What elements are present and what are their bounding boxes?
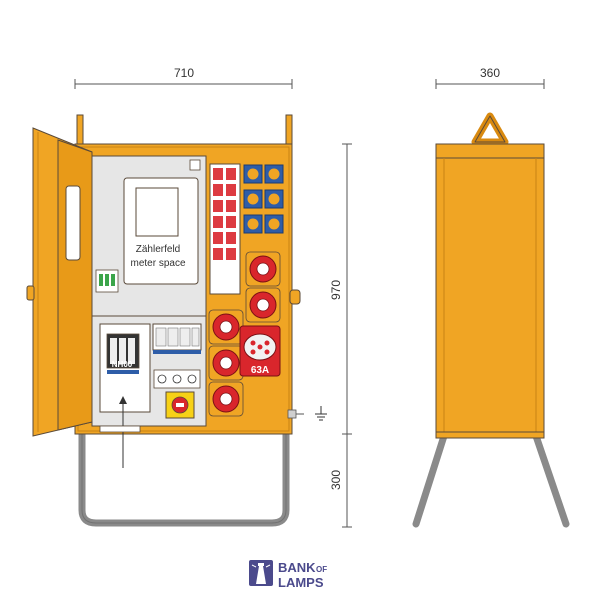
socket-63a-label: 63A <box>251 365 269 376</box>
right-lifting-lug <box>285 114 293 146</box>
feed-arrow <box>119 396 127 468</box>
height-dimension: 970 300 <box>329 143 352 528</box>
nh00-label: NH00 <box>112 360 133 369</box>
side-width-dimension: 360 <box>435 66 545 89</box>
rcd-block <box>152 323 202 354</box>
red-cee-socket <box>208 345 244 381</box>
red-cee-socket <box>245 251 281 287</box>
mcb-column <box>209 163 241 295</box>
front-width-label: 710 <box>174 66 194 80</box>
main-switch <box>165 391 195 419</box>
red-cee-socket <box>208 309 244 345</box>
red-cee-socket <box>208 381 244 417</box>
cabinet-body-side <box>435 143 545 439</box>
red-cee-socket <box>245 287 281 323</box>
ground-icon <box>315 406 327 421</box>
blue-socket <box>264 189 284 209</box>
blue-socket <box>264 164 284 184</box>
blue-socket <box>243 214 263 234</box>
front-width-dimension: 710 <box>74 66 293 89</box>
blue-socket <box>264 214 284 234</box>
blue-socket <box>243 164 263 184</box>
panel-breakers <box>95 269 119 293</box>
earth-terminal <box>287 409 304 419</box>
side-width-label: 360 <box>480 66 500 80</box>
blue-socket <box>243 189 263 209</box>
front-stand-frame <box>78 430 290 527</box>
open-door <box>26 127 93 437</box>
lifting-eye <box>471 112 509 146</box>
cabinet-height-label: 970 <box>329 280 343 300</box>
meter-label-line2: meter space <box>130 258 185 269</box>
door-window <box>65 185 81 261</box>
logo-word-lamps: LAMPS <box>278 575 324 590</box>
indicator-lamps <box>153 369 201 389</box>
left-lifting-lug <box>76 114 84 146</box>
nh00-fuse-switch: NH00 <box>99 323 151 413</box>
bank-of-lamps-logo: BANK OF LAMPS <box>249 560 327 590</box>
logo-word-bank: BANK <box>278 560 316 575</box>
side-stand-legs <box>412 432 570 528</box>
side-handle <box>289 289 301 305</box>
logo-word-of: OF <box>316 565 327 574</box>
meter-label-line1: Zählerfeld <box>136 244 180 255</box>
socket-63a: 63A <box>239 325 281 377</box>
blue-socket-grid <box>243 164 284 234</box>
stand-height-label: 300 <box>329 470 343 490</box>
meter-space: Zählerfeld meter space <box>123 177 199 285</box>
door-hinge <box>26 285 35 301</box>
